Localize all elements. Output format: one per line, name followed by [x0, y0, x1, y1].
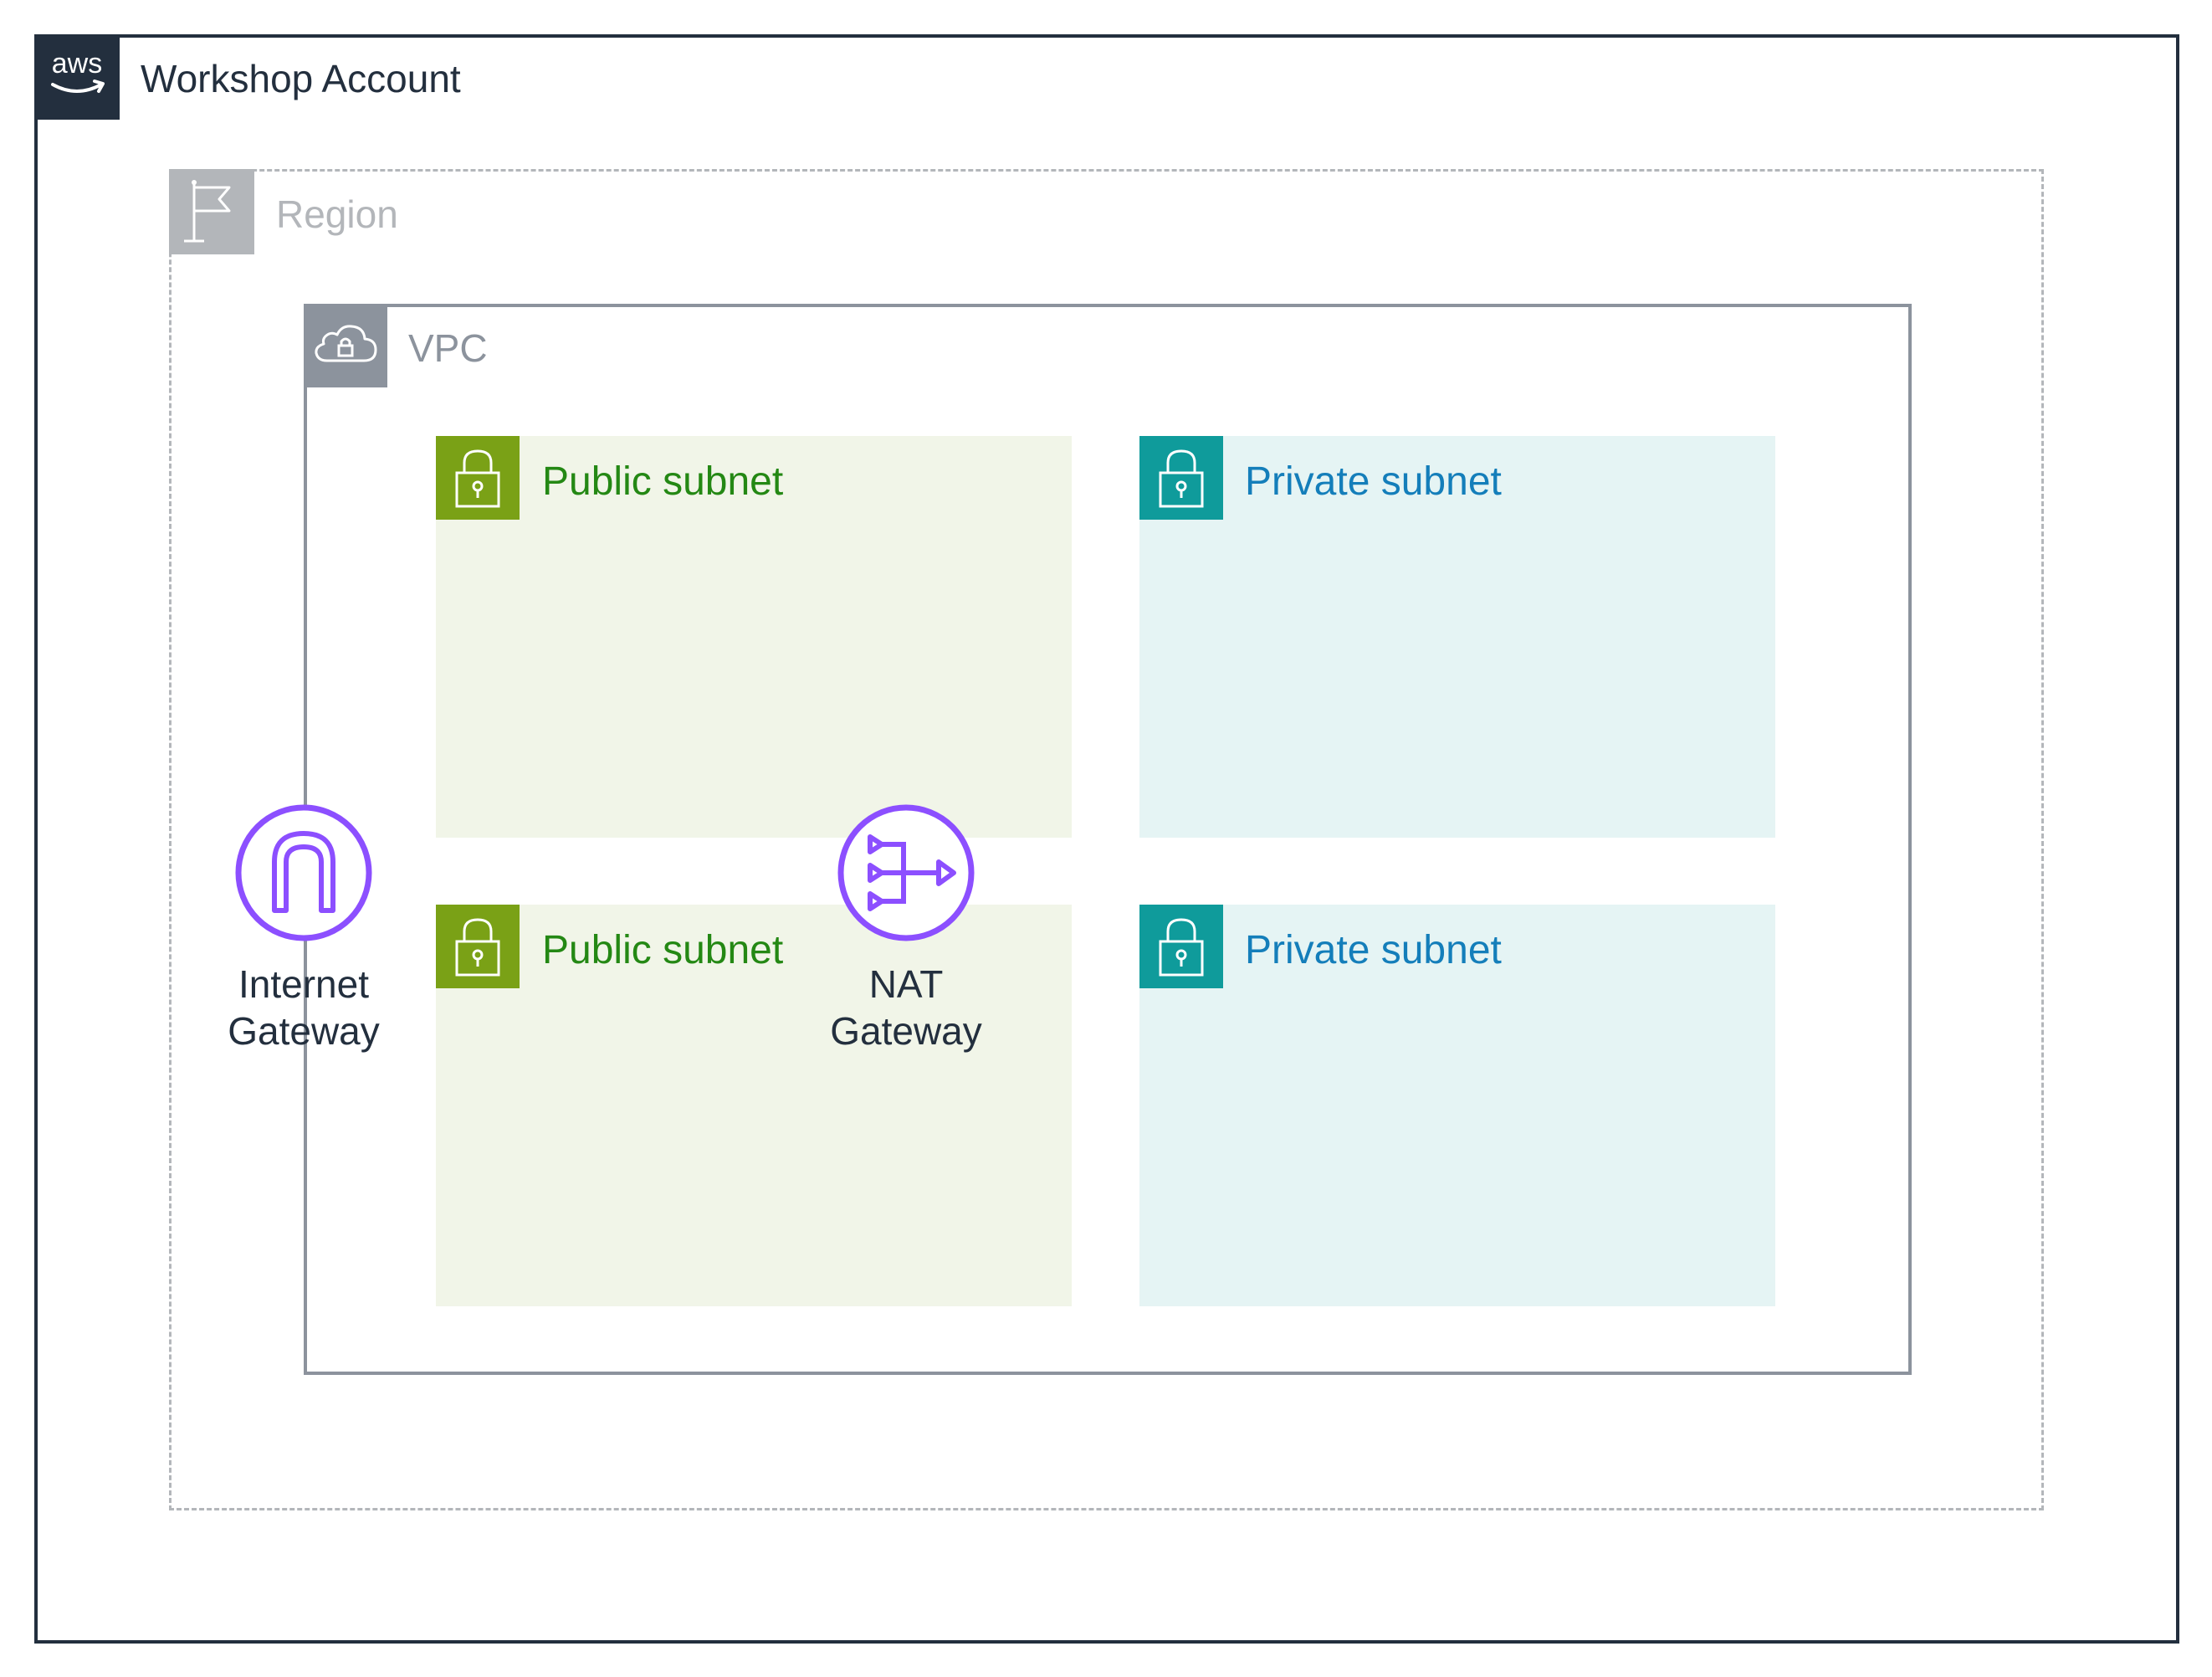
aws-logo-icon: aws: [34, 34, 120, 120]
public-subnet-2: [436, 905, 1072, 1306]
flag-icon: [169, 169, 254, 254]
account-title: Workshop Account: [141, 57, 461, 100]
region-title: Region: [276, 192, 398, 236]
cloud-lock-icon: [304, 304, 387, 387]
subnet-title: Public subnet: [542, 928, 784, 972]
subnet-lock-icon: [1139, 905, 1223, 988]
nat-gateway-icon: [837, 803, 975, 942]
subnet-lock-icon: [1139, 436, 1223, 520]
private-subnet-1: [1139, 436, 1775, 838]
subnet-title: Private subnet: [1245, 459, 1502, 504]
account-group: [34, 34, 2179, 1644]
subnet-lock-icon: [436, 436, 520, 520]
subnet-title: Private subnet: [1245, 928, 1502, 972]
public-subnet-1: [436, 436, 1072, 838]
vpc-title: VPC: [408, 326, 488, 370]
subnet-lock-icon: [436, 905, 520, 988]
aws-logo-text: aws: [52, 48, 102, 79]
region-group: [169, 169, 2044, 1510]
nat-gateway-label: NAT Gateway: [830, 962, 982, 1053]
subnet-title: Public subnet: [542, 459, 784, 504]
internet-gateway-label: Internet Gateway: [228, 962, 380, 1053]
private-subnet-2: [1139, 905, 1775, 1306]
internet-gateway-icon: [234, 803, 373, 942]
